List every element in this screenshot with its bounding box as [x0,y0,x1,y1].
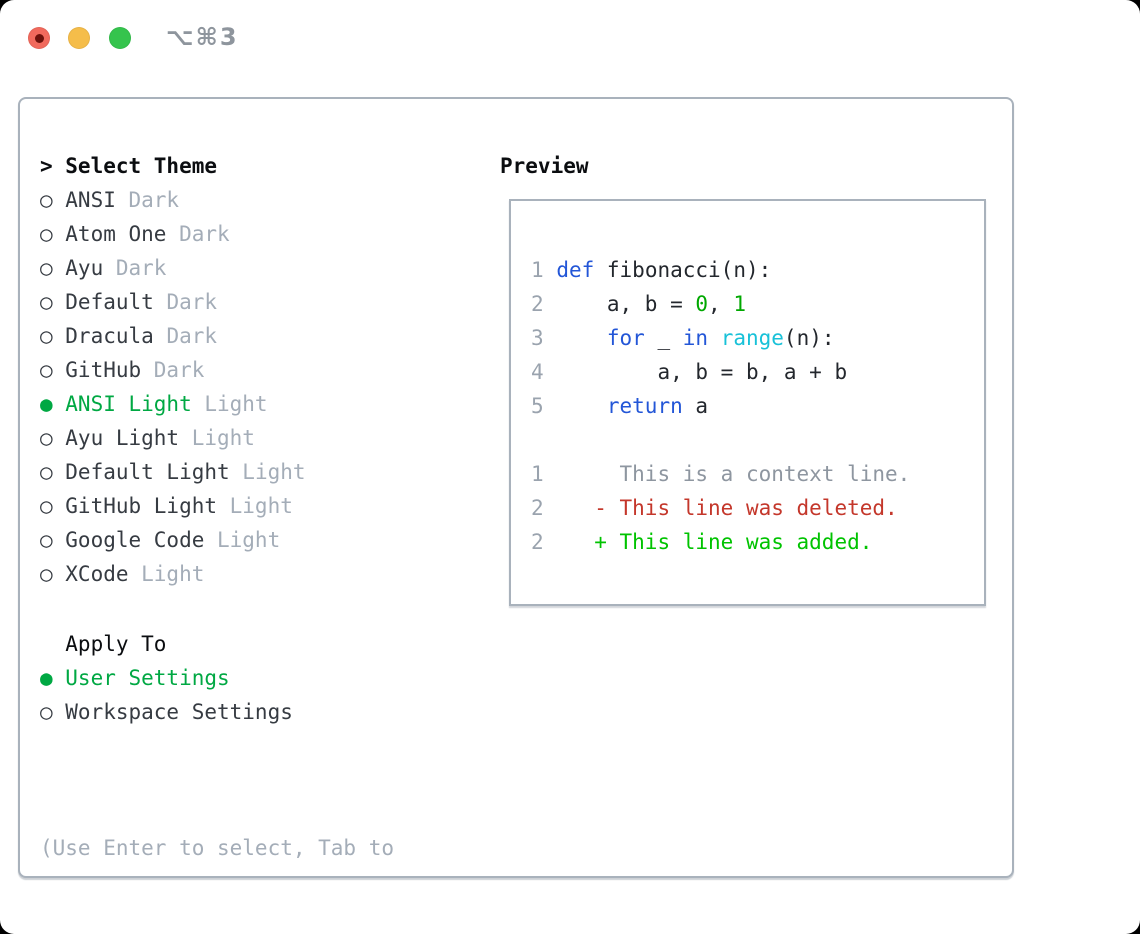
theme-variant-tag: Light [242,460,306,484]
close-button[interactable] [28,27,50,49]
code-line: 4 a, b = b, a + b [531,360,848,384]
theme-variant-tag: Light [204,392,268,416]
window-title: ⌥⌘3 [166,23,239,51]
code-line: 1 def fibonacci(n): [531,258,772,282]
apply-option-workspace-settings[interactable]: ○ Workspace Settings [40,695,293,729]
option-label: ANSI Light [65,392,192,416]
theme-variant-tag: Light [217,528,281,552]
option-label: GitHub Light [65,494,217,518]
option-label: Ayu Light [65,426,180,450]
theme-variant-tag: Dark [153,358,205,382]
line-number: 5 [531,394,544,418]
hint-text: (Use Enter to select, Tab to change focu… [40,763,394,934]
line-number: 1 [531,462,544,486]
maximize-button[interactable] [109,27,131,49]
option-label: GitHub [65,358,142,382]
cursor-icon: > [40,154,53,178]
theme-option-atom-one[interactable]: ○ Atom One Dark [40,217,306,251]
option-label: Default [65,290,154,314]
theme-option-google-code[interactable]: ○ Google Code Light [40,523,306,557]
line-number: 2 [531,292,544,316]
radio-icon: ○ [40,426,53,450]
line-number: 1 [531,258,544,282]
theme-option-ansi[interactable]: ○ ANSI Dark [40,183,306,217]
option-label: Atom One [65,222,167,246]
theme-variant-tag: Light [141,562,205,586]
option-label: ANSI [65,188,116,212]
option-label: Ayu [65,256,104,280]
option-label: Google Code [65,528,205,552]
diff-line-context: 1 This is a context line. [531,462,911,486]
option-label: Workspace Settings [65,700,293,724]
titlebar: ⌥⌘3 [0,0,1140,76]
line-number: 2 [531,496,544,520]
select-theme-label: Select Theme [65,154,217,178]
theme-option-xcode[interactable]: ○ XCode Light [40,557,306,591]
theme-option-default-light[interactable]: ○ Default Light Light [40,455,306,489]
theme-variant-tag: Dark [166,324,218,348]
theme-option-ayu-light[interactable]: ○ Ayu Light Light [40,421,306,455]
theme-option-github-light[interactable]: ○ GitHub Light Light [40,489,306,523]
radio-icon: ○ [40,460,53,484]
apply-to-group: Apply To ● User Settings ○ Workspace Settin… [40,627,293,729]
minimize-button[interactable] [68,27,90,49]
radio-icon: ○ [40,222,53,246]
theme-variant-tag: Dark [179,222,230,246]
radio-icon: ○ [40,290,53,314]
unsaved-changes-dot-icon [34,33,44,43]
radio-selected-icon: ● [40,392,53,416]
theme-option-default[interactable]: ○ Default Dark [40,285,306,319]
radio-icon: ○ [40,528,53,552]
option-label: Dracula [65,324,154,348]
line-number: 2 [531,530,544,554]
theme-variant-tag: Dark [166,290,218,314]
line-number: 3 [531,326,544,350]
diff-line-added: 2 + This line was added. [531,530,873,554]
option-label: User Settings [65,666,230,690]
radio-icon: ○ [40,256,53,280]
radio-selected-icon: ● [40,666,53,690]
theme-option-ayu[interactable]: ○ Ayu Dark [40,251,306,285]
option-label: Default Light [65,460,230,484]
code-line: 5 return a [531,394,709,418]
radio-icon: ○ [40,358,53,382]
radio-icon: ○ [40,494,53,518]
preview-box: 1 def fibonacci(n): 2 a, b = 0, 1 3 for _ … [509,199,986,606]
apply-to-header: Apply To [40,627,293,661]
radio-icon: ○ [40,562,53,586]
theme-variant-tag: Dark [128,188,180,212]
select-theme-header: > Select Theme [40,149,306,183]
radio-icon: ○ [40,700,53,724]
blank-line [531,423,976,457]
theme-variant-tag: Light [229,494,293,518]
hint-line-1: (Use Enter to select, Tab to [40,836,395,860]
code-line: 2 a, b = 0, 1 [531,292,746,316]
apply-to-label: Apply To [65,632,167,656]
theme-variant-tag: Dark [115,256,167,280]
theme-option-github[interactable]: ○ GitHub Dark [40,353,306,387]
line-number: 4 [531,360,544,384]
theme-variant-tag: Light [191,426,255,450]
radio-icon: ○ [40,324,53,348]
diff-line-deleted: 2 - This line was deleted. [531,496,898,520]
preview-title: Preview [500,154,589,178]
radio-icon: ○ [40,188,53,212]
option-label: XCode [65,562,129,586]
theme-option-ansi-light[interactable]: ● ANSI Light Light [40,387,306,421]
theme-option-dracula[interactable]: ○ Dracula Dark [40,319,306,353]
apply-option-user-settings[interactable]: ● User Settings [40,661,293,695]
code-line: 3 for _ in range(n): [531,326,835,350]
